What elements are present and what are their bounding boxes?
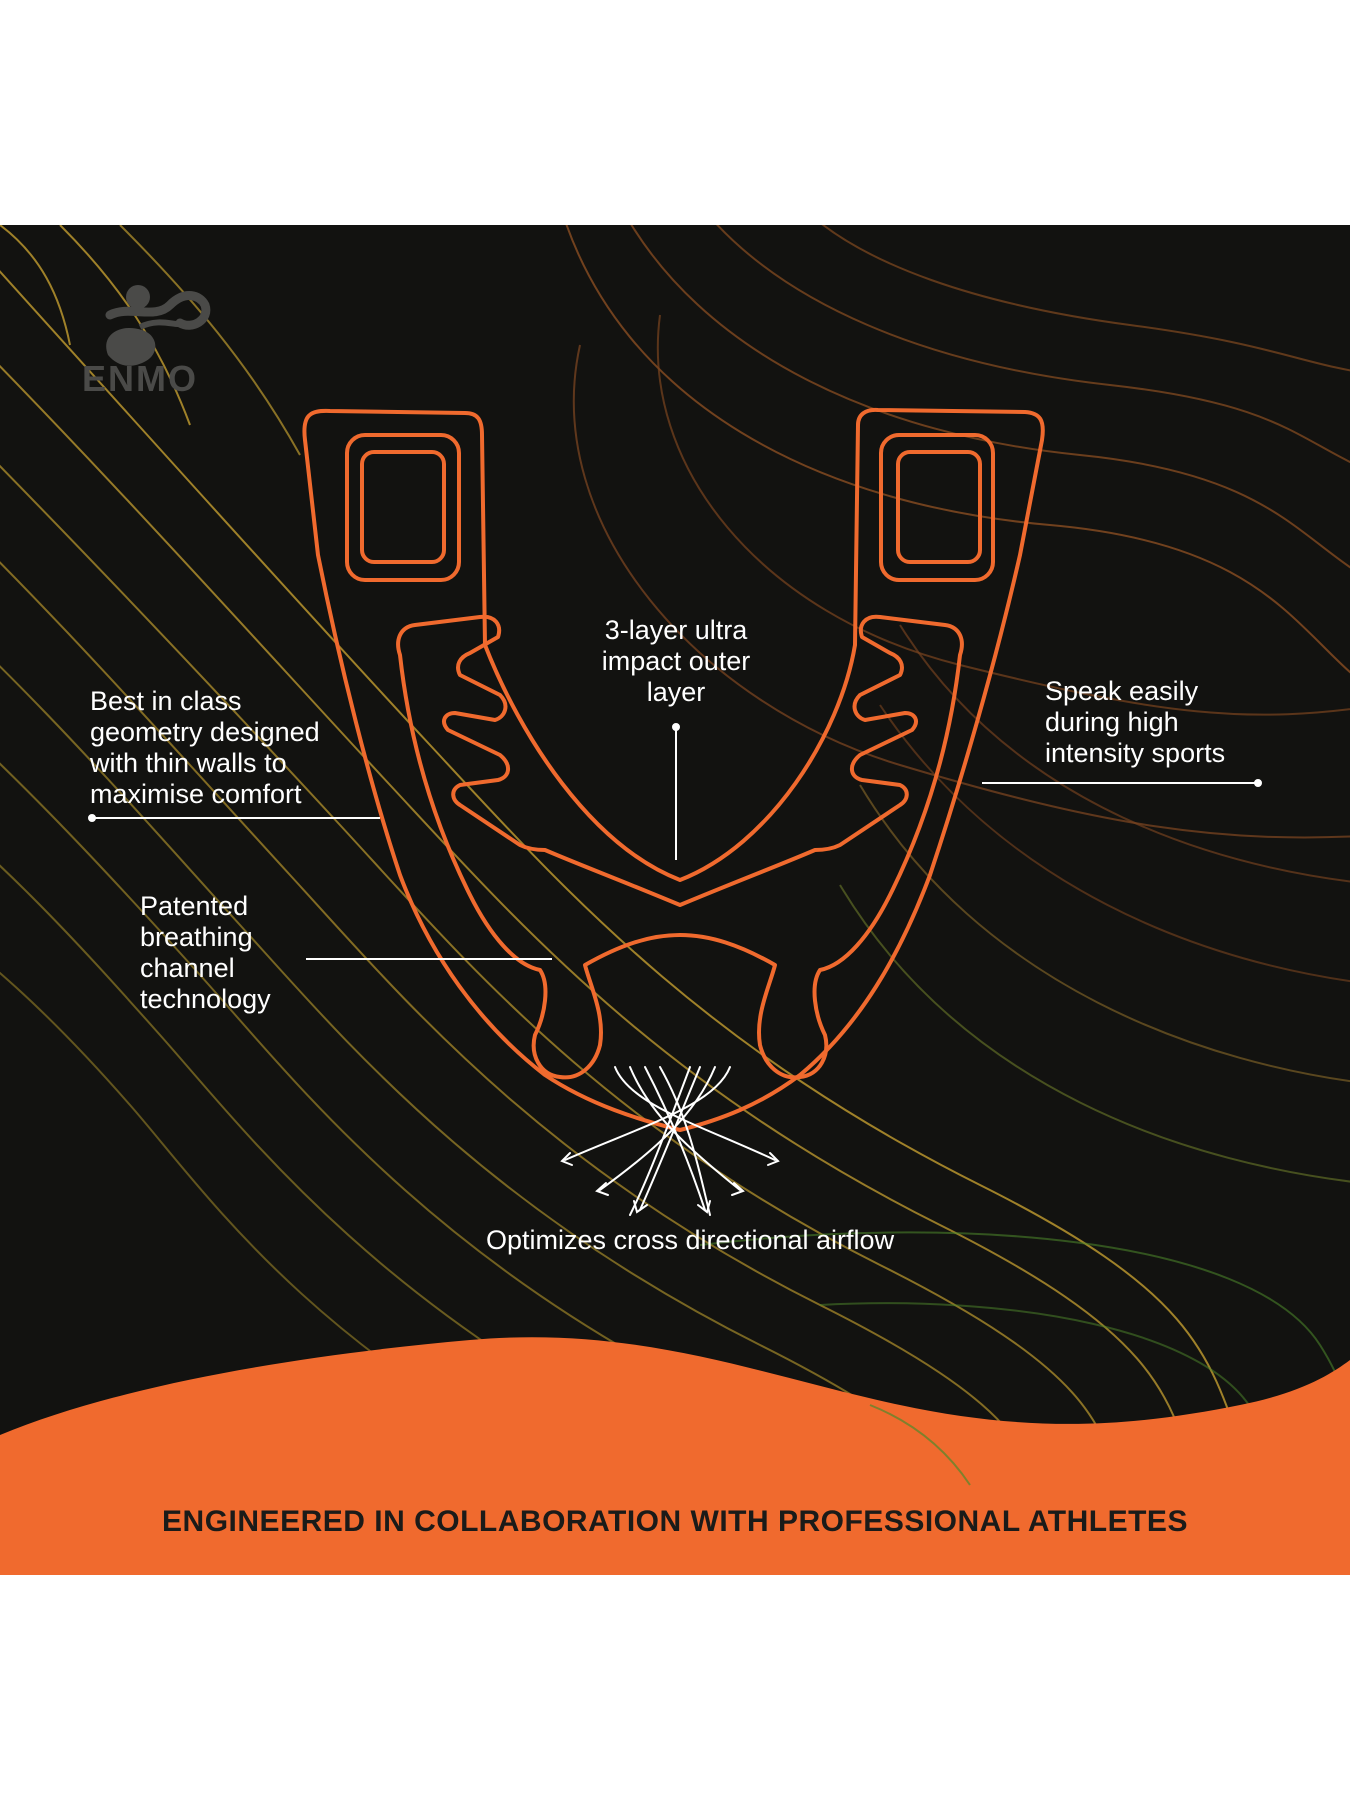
contour-line <box>869 1404 971 1486</box>
speak-callout: Speak easily during high intensity sport… <box>1045 676 1325 769</box>
contour-line <box>59 225 191 426</box>
contour-line <box>716 225 1350 464</box>
contour-line <box>0 464 1151 1575</box>
callout-line: breathing <box>140 922 253 952</box>
contour-line <box>656 314 1350 716</box>
callout-line: impact outer <box>601 646 751 676</box>
speak-leader-dot <box>1254 779 1262 787</box>
geometry-callout: Best in class geometry designed with thi… <box>90 686 390 810</box>
mouthguard-outline <box>302 407 1045 1132</box>
airflow-arrow-head <box>731 1182 745 1196</box>
airflow-arrow <box>599 1066 716 1191</box>
airflow-arrow-head <box>767 1152 780 1166</box>
contour-line <box>0 270 1291 1575</box>
enmo-figure-logo-icon <box>105 285 211 366</box>
orange-wave-banner <box>0 1337 1350 1575</box>
callout-leader-lines <box>88 723 1262 960</box>
contour-line <box>859 784 1350 1083</box>
callout-line: technology <box>140 984 271 1014</box>
callout-line: Patented <box>140 891 249 921</box>
contour-line <box>119 225 301 456</box>
geometry-leader-dot <box>88 814 96 822</box>
contour-lines <box>0 225 1350 1575</box>
left-pad-inner <box>360 450 446 564</box>
contour-line <box>0 364 1231 1575</box>
callout-line: Best in class <box>90 686 242 716</box>
airflow-arrow <box>629 1066 691 1216</box>
airflow-arrow-head <box>697 1200 711 1214</box>
contour-line <box>630 225 1350 569</box>
callout-line: geometry designed <box>90 717 320 747</box>
airflow-arrow-head <box>560 1152 573 1166</box>
left-pad-outer <box>345 433 461 582</box>
contour-line <box>839 884 1350 1183</box>
contour-line <box>899 624 1350 883</box>
airflow-arrow <box>659 1066 711 1216</box>
left-inner-channel <box>396 614 964 1080</box>
contour-line <box>565 225 1350 674</box>
callout-line: channel <box>140 953 235 983</box>
airflow-arrow <box>644 1066 706 1211</box>
mouthguard-diagram <box>0 225 1350 1575</box>
outer-layer-leader-dot <box>672 723 680 731</box>
mouthguard-outer-shell <box>302 407 1045 1132</box>
product-infographic-panel: ENMO 3-layer ultra impact outer layer Be… <box>0 225 1350 1575</box>
right-pad-outer <box>879 433 995 582</box>
contour-line <box>699 1231 1350 1539</box>
airflow-arrow <box>639 1066 701 1211</box>
contour-line <box>821 225 1350 372</box>
airflow-arrow-head <box>595 1182 609 1196</box>
right-pad-inner <box>896 450 982 564</box>
callout-line: during high <box>1045 707 1179 737</box>
contour-line <box>0 225 71 346</box>
airflow-callout: Optimizes cross directional airflow <box>485 1225 895 1255</box>
brand-name: ENMO <box>82 358 198 399</box>
callout-line: intensity sports <box>1045 738 1226 768</box>
breathing-callout: Patented breathing channel technology <box>140 891 340 1015</box>
airflow-arrows <box>560 1066 780 1216</box>
contour-line <box>572 344 1350 839</box>
callout-line: Speak easily <box>1045 676 1199 706</box>
outer-layer-callout: 3-layer ultra impact outer layer <box>560 615 792 708</box>
callout-line: 3-layer ultra <box>604 615 748 645</box>
callout-line: maximise comfort <box>90 779 302 809</box>
airflow-arrow <box>564 1066 731 1161</box>
callout-line: with thin walls to <box>90 748 287 778</box>
tagline: ENGINEERED IN COLLABORATION WITH PROFESS… <box>162 1505 1188 1538</box>
callout-line: layer <box>646 677 706 707</box>
